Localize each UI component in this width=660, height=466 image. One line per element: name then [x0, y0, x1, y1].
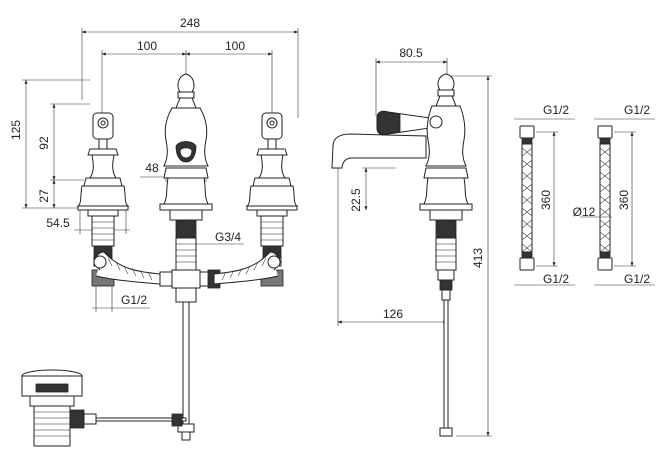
dim-overall-height-label: 413 — [471, 248, 485, 268]
side-spout — [331, 73, 473, 437]
dim-inlet-thread-label: G3/4 — [215, 230, 241, 244]
hose-1-top-thread-label: G1/2 — [543, 103, 569, 117]
dim-spacing-right-label: 100 — [225, 39, 245, 53]
hose-dia-label: Ø12 — [573, 205, 596, 219]
dim-base-height: 27 — [37, 179, 84, 209]
dim-overall-width-label: 248 — [180, 16, 200, 30]
dim-spout-reach: 126 — [337, 166, 448, 326]
flex-hose-1: G1/2 G1/2 360 — [514, 103, 575, 286]
dim-outlet-thread: G1/2 — [92, 286, 150, 312]
popup-waste — [21, 369, 187, 447]
dim-handle-height-label: 125 — [9, 120, 23, 140]
dim-lever-reach-label: 80.5 — [399, 46, 423, 60]
right-tap — [245, 112, 299, 287]
dim-spacing-left-label: 100 — [137, 39, 157, 53]
dim-lever-reach: 80.5 — [375, 46, 448, 116]
dim-handle-height: 125 — [9, 79, 90, 209]
hose-1-length-label: 360 — [539, 190, 553, 210]
front-view: 248 100 100 125 92 27 — [9, 16, 299, 447]
hose-2-top-thread-label: G1/2 — [624, 103, 650, 117]
hose-2-bottom-thread-label: G1/2 — [624, 272, 650, 286]
dim-spout-reach-label: 126 — [383, 307, 403, 321]
dim-body-height: 92 — [37, 103, 90, 181]
hose-1-bottom-thread-label: G1/2 — [543, 272, 569, 286]
dim-body-height-label: 92 — [37, 136, 51, 150]
dim-overall-height: 413 — [450, 75, 492, 437]
dim-base-dia-label: 54.5 — [46, 216, 70, 230]
dim-outlet-thread-label: G1/2 — [121, 293, 147, 307]
dim-spout-clearance: 22.5 — [349, 167, 396, 212]
side-view: 80.5 22.5 126 413 — [331, 46, 492, 437]
dim-overall-width: 248 — [81, 16, 299, 118]
centre-spout — [159, 73, 221, 441]
dim-tap-spacing: 100 100 — [101, 39, 273, 115]
dim-inlet-thread: G3/4 — [196, 230, 244, 245]
dim-base-dia: 54.5 — [46, 210, 130, 234]
flex-hose-2: G1/2 G1/2 360 Ø12 — [573, 103, 655, 286]
hose-2-length-label: 360 — [617, 190, 631, 210]
dim-spout-clearance-label: 22.5 — [349, 188, 363, 212]
dim-spout-dia-label: 48 — [145, 161, 159, 175]
dim-base-height-label: 27 — [37, 189, 51, 203]
left-tap — [76, 112, 130, 287]
connection-hoses — [93, 251, 281, 285]
